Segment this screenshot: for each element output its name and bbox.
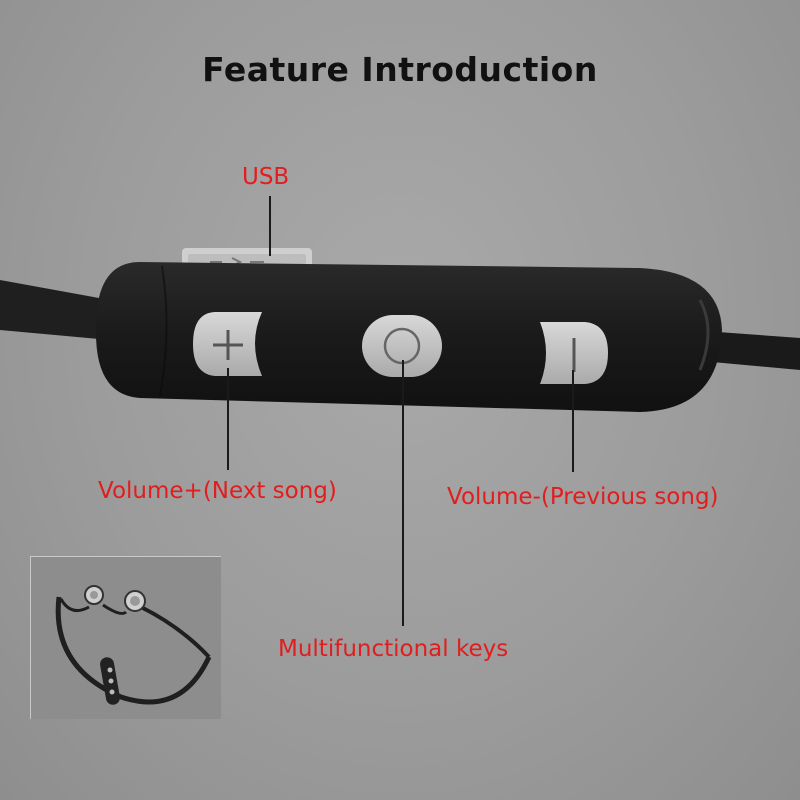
- page-title: Feature Introduction: [202, 50, 598, 89]
- headset-inset-image: [30, 556, 221, 719]
- multifunction-label: Multifunctional keys: [278, 636, 509, 662]
- usb-label: USB: [242, 164, 290, 190]
- left-cable: [0, 280, 110, 340]
- volume-up-button: [193, 312, 262, 376]
- volume-down-button: [540, 322, 608, 384]
- volume-down-label: Volume-(Previous song): [447, 484, 719, 510]
- plus-icon: [213, 330, 243, 360]
- volume-up-label: Volume+(Next song): [98, 478, 337, 504]
